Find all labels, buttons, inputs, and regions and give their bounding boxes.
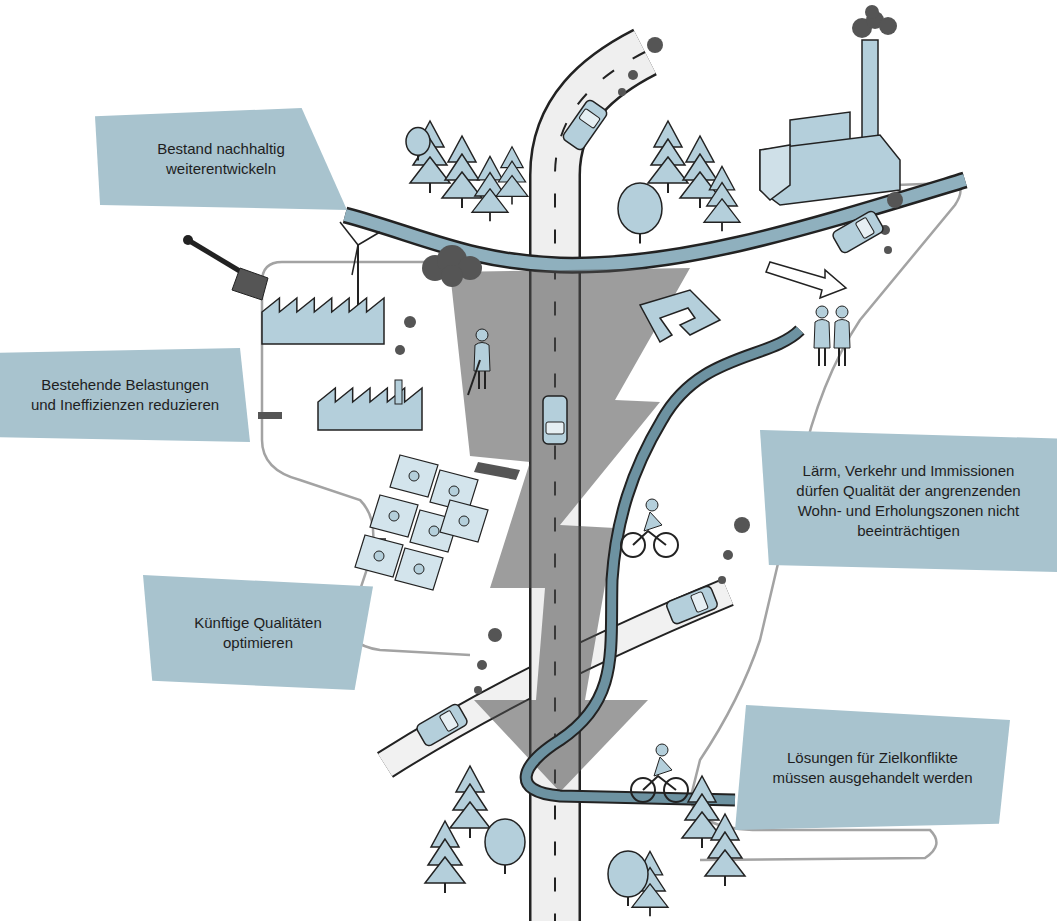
exhaust-puff <box>404 316 416 328</box>
cyclist <box>621 499 678 557</box>
direction-arrow <box>766 262 846 298</box>
smoke <box>879 17 897 35</box>
chimney <box>395 380 402 404</box>
exhaust-puff <box>488 628 502 642</box>
callout-fill <box>760 430 1057 572</box>
callout-body: Bestehende Belastungen und Ineffizienzen… <box>30 375 220 415</box>
minus-sign <box>258 412 282 419</box>
exhaust-puff <box>647 37 663 53</box>
shovel <box>183 235 268 300</box>
deciduous-tree <box>608 851 648 906</box>
callout-text: Bestand nachhaltig weiterentwickeln <box>136 139 306 179</box>
car <box>415 703 469 748</box>
callout-shape <box>760 430 1057 572</box>
callout-box: Bestehende Belastungen und Ineffizienzen… <box>0 348 250 442</box>
callout-body: Lärm, Verkehr und Immissionen dürfen Qua… <box>784 461 1034 541</box>
factory <box>262 298 384 344</box>
bench <box>474 462 520 480</box>
callout-fill <box>0 348 250 442</box>
conifer-tree <box>450 766 490 838</box>
exhaust-puff <box>723 550 733 560</box>
callout-fill <box>95 108 347 210</box>
exhaust-puff <box>718 576 726 584</box>
car <box>543 396 567 444</box>
exhaust-puff <box>618 88 626 96</box>
conifer-tree <box>496 147 528 205</box>
callout-box: Bestand nachhaltig weiterentwickeln <box>95 108 347 210</box>
callout-box: Lösungen für Zielkonflikte müssen ausgeh… <box>735 705 1010 830</box>
conifer-tree <box>704 166 740 231</box>
pedestrian <box>814 306 830 366</box>
callout-fill <box>143 575 373 690</box>
factory <box>760 40 900 205</box>
exhaust-puff <box>884 246 892 254</box>
callout-shape <box>143 575 373 690</box>
golfer <box>474 329 490 389</box>
pedestrian <box>834 306 850 366</box>
callout-shape <box>0 348 250 442</box>
conifer-tree <box>648 121 688 193</box>
exhaust-puff <box>734 517 750 533</box>
golf-club <box>468 360 480 395</box>
exhaust-puff <box>395 345 405 355</box>
conifer-tree <box>442 136 482 208</box>
exhaust-puff <box>474 686 482 694</box>
car <box>561 98 608 151</box>
callout-body: Bestand nachhaltig weiterentwickeln <box>136 139 306 179</box>
exhaust-puff <box>887 192 903 208</box>
callout-body: Künftige Qualitäten optimieren <box>173 613 343 653</box>
callout-box: Lärm, Verkehr und Immissionen dürfen Qua… <box>760 430 1057 572</box>
truck <box>831 210 885 255</box>
conifer-tree <box>425 821 465 893</box>
callout-shape <box>735 705 1010 830</box>
callout-text: Lärm, Verkehr und Immissionen dürfen Qua… <box>784 461 1034 541</box>
callout-text: Künftige Qualitäten optimieren <box>173 613 343 653</box>
callout-shape <box>95 108 347 210</box>
smoke-cloud <box>441 265 463 287</box>
callout-box: Künftige Qualitäten optimieren <box>143 575 373 690</box>
wind-turbine <box>340 222 380 305</box>
exhaust-puff <box>628 70 638 80</box>
conflict-arrow <box>450 268 690 792</box>
cyclist <box>631 744 688 802</box>
callout-text: Lösungen für Zielkonflikte müssen ausgeh… <box>765 748 980 788</box>
car <box>665 585 718 625</box>
building <box>640 290 720 342</box>
callout-text: Bestehende Belastungen und Ineffizienzen… <box>30 375 220 415</box>
factory <box>318 388 422 430</box>
garden-plots <box>355 455 488 590</box>
callout-fill <box>735 705 1010 830</box>
deciduous-tree <box>406 128 430 161</box>
smoke <box>865 5 879 19</box>
deciduous-tree <box>618 183 662 244</box>
callout-body: Lösungen für Zielkonflikte müssen ausgeh… <box>765 748 980 788</box>
exhaust-puff <box>477 660 487 670</box>
deciduous-tree <box>485 819 525 874</box>
